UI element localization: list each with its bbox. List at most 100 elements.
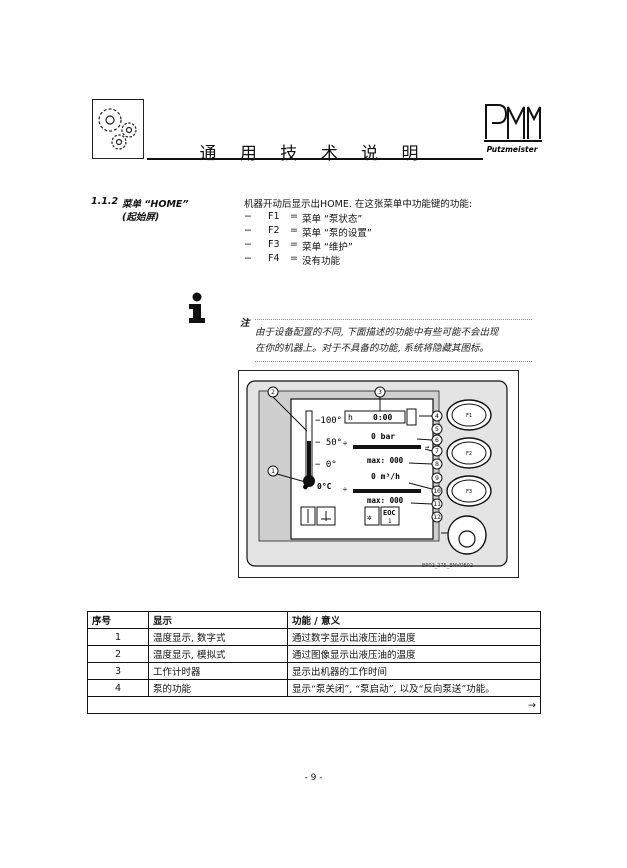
fan-icon: ✲: [367, 513, 372, 522]
agitator-shape: [321, 511, 331, 521]
note-body: 由于设备配置的不同, 下面描述的功能中有些可能不会出现 在你的机器上。对于不具备…: [255, 325, 537, 357]
flow-max: max: 000: [367, 496, 404, 505]
pressure-bar: [353, 445, 421, 449]
gears-logo-icon: [92, 99, 144, 159]
callout-number: 2: [271, 388, 275, 396]
thermometer-fill: [307, 441, 311, 477]
softkey-f2[interactable]: F2: [446, 437, 492, 469]
hours-box: [344, 410, 406, 424]
softkey-f3[interactable]: F3: [446, 475, 492, 507]
callout-line: [276, 473, 310, 484]
arrow-icon: →: [425, 443, 429, 451]
table-cell: 通过数字显示出液压油的温度: [287, 628, 541, 646]
note-line: 由于设备配置的不同, 下面描述的功能中有些可能不会出现: [255, 327, 499, 338]
table-cell: 显示出机器的工作时间: [287, 662, 541, 680]
callout-number: 6: [435, 436, 439, 444]
callout-circle: [374, 386, 386, 398]
equals-sign: =: [290, 211, 298, 222]
hours-unit: h: [348, 413, 353, 422]
temp-tick: −100°: [315, 416, 342, 426]
callout-line: [272, 396, 308, 432]
fkey-list-item: − F3 = 菜单 “维护”: [244, 239, 353, 253]
hours-value: 0:00: [373, 413, 392, 422]
table-cell: 3: [87, 662, 149, 680]
softkey-label: F2: [466, 451, 472, 457]
info-icon: [186, 292, 208, 328]
fkey-function: 菜单 “泵状态”: [301, 214, 363, 225]
eoc-box: [380, 506, 400, 526]
equals-sign: =: [290, 225, 298, 236]
gears-icon: [98, 108, 137, 150]
callout-circle: [267, 386, 279, 398]
callout-number: 11: [433, 500, 441, 508]
list-dash: −: [244, 211, 252, 222]
callout-circle: [431, 472, 443, 484]
callout-circle: [431, 434, 443, 446]
table-header: 功能 / 意义: [287, 611, 541, 629]
table-cell: 1: [87, 628, 149, 646]
rotary-knob[interactable]: [441, 515, 487, 555]
table-continue-row: →: [87, 696, 541, 714]
section-intro: 机器开动后显示出HOME. 在这张菜单中功能键的功能:: [244, 199, 473, 210]
thermometer-bulb-icon: [303, 475, 315, 487]
oil-temp-value: 0°C: [317, 482, 332, 491]
equals-sign: =: [290, 253, 298, 264]
callout-circle: [431, 410, 443, 422]
callout-number: 5: [435, 425, 439, 433]
softkey-label: F1: [466, 413, 472, 419]
callout-number: 8: [435, 460, 439, 468]
flow-value: 0 m³/h: [371, 472, 400, 481]
callout-line: [410, 502, 433, 505]
callout-line: [424, 448, 433, 452]
table-cell: 显示“泵关闭”, “泵启动”, 以及“反向泵送”功能。: [287, 679, 541, 697]
callout-number: 12: [433, 513, 441, 521]
callout-number: 7: [435, 447, 439, 455]
callout-line: [408, 482, 433, 490]
fkey-list-item: − F1 = 菜单 “泵状态”: [244, 211, 362, 225]
callout-circle: [431, 458, 443, 470]
fkey-function: 菜单 “泵的设置”: [301, 228, 372, 239]
softkey-label: F3: [466, 489, 472, 495]
brand-name: Putzmeister: [487, 145, 539, 154]
fkey-name: F4: [268, 253, 280, 264]
callout-number: 4: [435, 412, 439, 420]
table-cell: 2: [87, 645, 149, 663]
callout-circle: [431, 511, 443, 523]
brand-logo: Putzmeister: [478, 99, 544, 157]
table-cell: →: [87, 696, 541, 714]
pump-status-icon: [406, 408, 417, 426]
table-row: 2 温度显示, 模拟式 通过图像显示出液压油的温度: [87, 645, 541, 663]
fkey-name: F1: [268, 211, 280, 222]
softkey-f1[interactable]: F1: [446, 399, 492, 431]
table-header: 显示: [148, 611, 288, 629]
eoc-number: 1: [388, 518, 392, 525]
eoc-label: EOC: [383, 509, 396, 517]
temp-tick: − 0°: [315, 460, 337, 470]
fkey-name: F2: [268, 225, 280, 236]
figure-code: BP02_275_ENVOE02: [422, 563, 474, 569]
section-title: 菜单 “HOME”: [122, 199, 189, 210]
callout-circle: [267, 465, 279, 477]
note-heading: 注: [240, 318, 250, 329]
table-cell: 4: [87, 679, 149, 697]
callout-circle: [431, 485, 443, 497]
table-cell: 工作计时器: [148, 662, 288, 680]
divider: [255, 319, 532, 320]
page-number: - 9 -: [304, 773, 323, 783]
callout-circle: [431, 423, 443, 435]
temp-tick: − 50°: [315, 438, 342, 448]
fkey-list-item: − F2 = 菜单 “泵的设置”: [244, 225, 372, 239]
divider: [255, 361, 532, 362]
title-rule: [147, 158, 483, 160]
cooling-icon: [364, 506, 380, 526]
callout-number: 9: [435, 474, 439, 482]
fkey-function: 菜单 “维护”: [301, 242, 353, 253]
callout-circle: [431, 445, 443, 457]
callout-number: 3: [378, 388, 382, 396]
callout-line: [408, 462, 433, 465]
table-header: 序号: [87, 611, 149, 629]
list-dash: −: [244, 239, 252, 250]
table-cell: 温度显示, 数字式: [148, 628, 288, 646]
pump-reverse-icon: ⧾: [343, 484, 347, 493]
section-number: 1.1.2: [91, 196, 119, 207]
